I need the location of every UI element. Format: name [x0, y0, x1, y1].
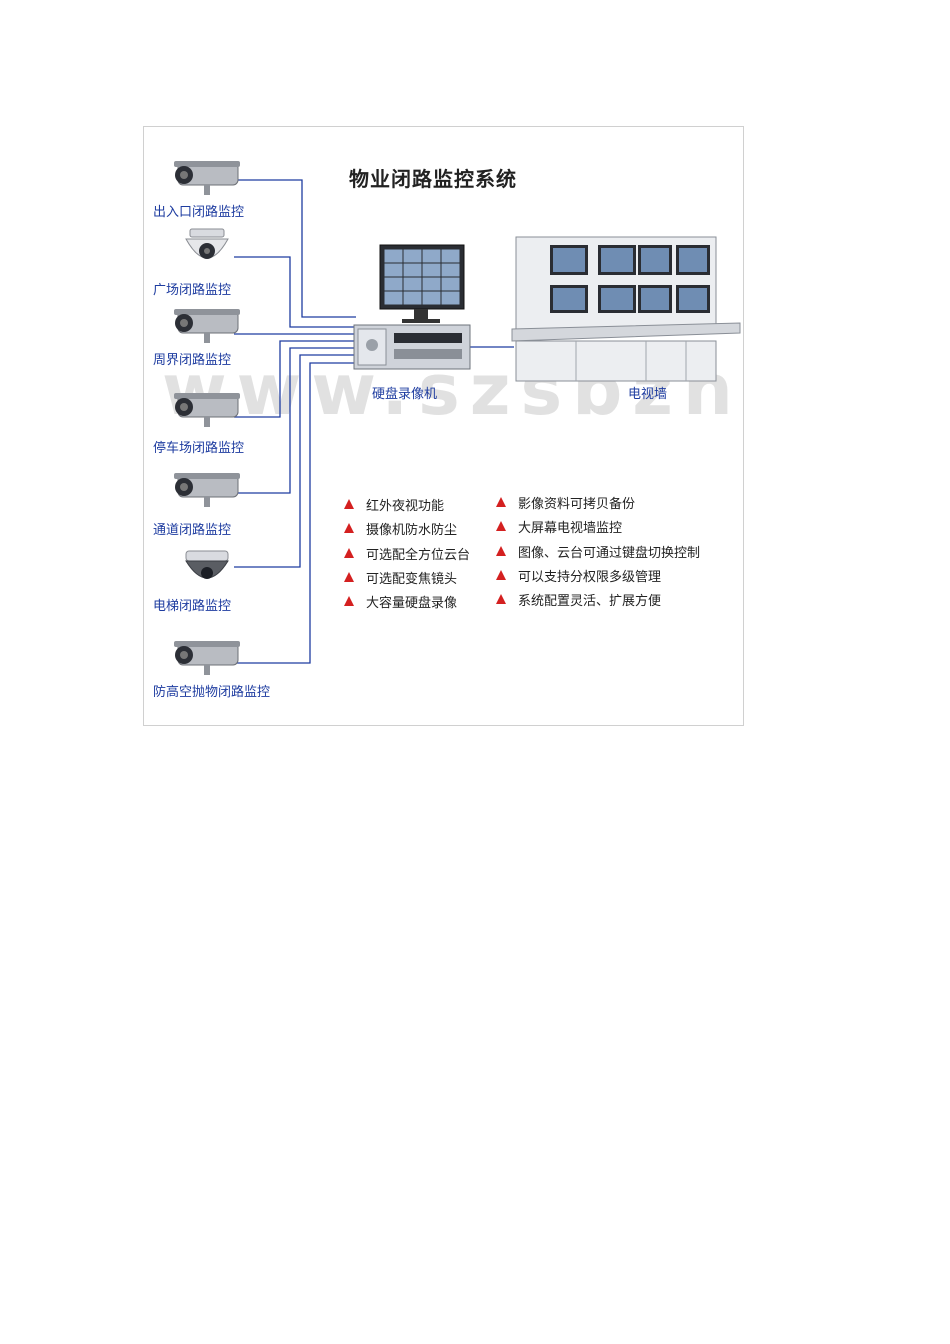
system-diagram: www.szsbzn.cn 物业闭路监控系统 出入口闭路监控 [143, 126, 744, 726]
dvr-label: 硬盘录像机 [372, 383, 437, 402]
feature-item: 大容量硬盘录像 [366, 592, 457, 611]
feature-item: 可选配全方位云台 [366, 544, 470, 563]
camera-label: 防高空抛物闭路监控 [153, 681, 270, 700]
tv-wall-console-icon [510, 233, 742, 383]
bullet-icon [344, 572, 354, 582]
bullet-icon [344, 548, 354, 558]
feature-item: 可选配变焦镜头 [366, 568, 457, 587]
bullet-camera-icon [164, 155, 244, 200]
bullet-camera-icon [164, 303, 244, 348]
wire-parking [234, 341, 356, 417]
bullet-icon [496, 546, 506, 556]
feature-item: 大屏幕电视墙监控 [518, 517, 622, 536]
camera-label: 电梯闭路监控 [153, 595, 231, 614]
bullet-icon [496, 497, 506, 507]
camera-label: 通道闭路监控 [153, 519, 231, 538]
wire-elevator [234, 355, 356, 567]
camera-label: 出入口闭路监控 [153, 201, 244, 220]
bullet-icon [344, 523, 354, 533]
camera-label: 停车场闭路监控 [153, 437, 244, 456]
camera-label: 广场闭路监控 [153, 279, 231, 298]
bullet-icon [344, 499, 354, 509]
dome-camera-icon [164, 547, 244, 592]
bullet-camera-icon [164, 467, 244, 512]
feature-item: 系统配置灵活、扩展方便 [518, 590, 661, 609]
tvwall-label: 电视墙 [628, 383, 667, 402]
wire-entrance [234, 180, 356, 317]
bullet-camera-icon [164, 635, 244, 680]
bullet-icon [496, 521, 506, 531]
dvr-monitor-icon [350, 241, 472, 373]
camera-label: 周界闭路监控 [153, 349, 231, 368]
feature-item: 红外夜视功能 [366, 495, 444, 514]
wire-corridor [234, 348, 356, 493]
wire-anti-throw [234, 363, 356, 663]
feature-item: 图像、云台可通过键盘切换控制 [518, 542, 700, 561]
bullet-icon [496, 594, 506, 604]
feature-item: 可以支持分权限多级管理 [518, 566, 661, 585]
bullet-icon [344, 596, 354, 606]
bullet-icon [496, 570, 506, 580]
bullet-camera-icon [164, 387, 244, 432]
feature-item: 摄像机防水防尘 [366, 519, 457, 538]
dome-camera-icon [164, 227, 244, 272]
feature-item: 影像资料可拷贝备份 [518, 493, 635, 512]
